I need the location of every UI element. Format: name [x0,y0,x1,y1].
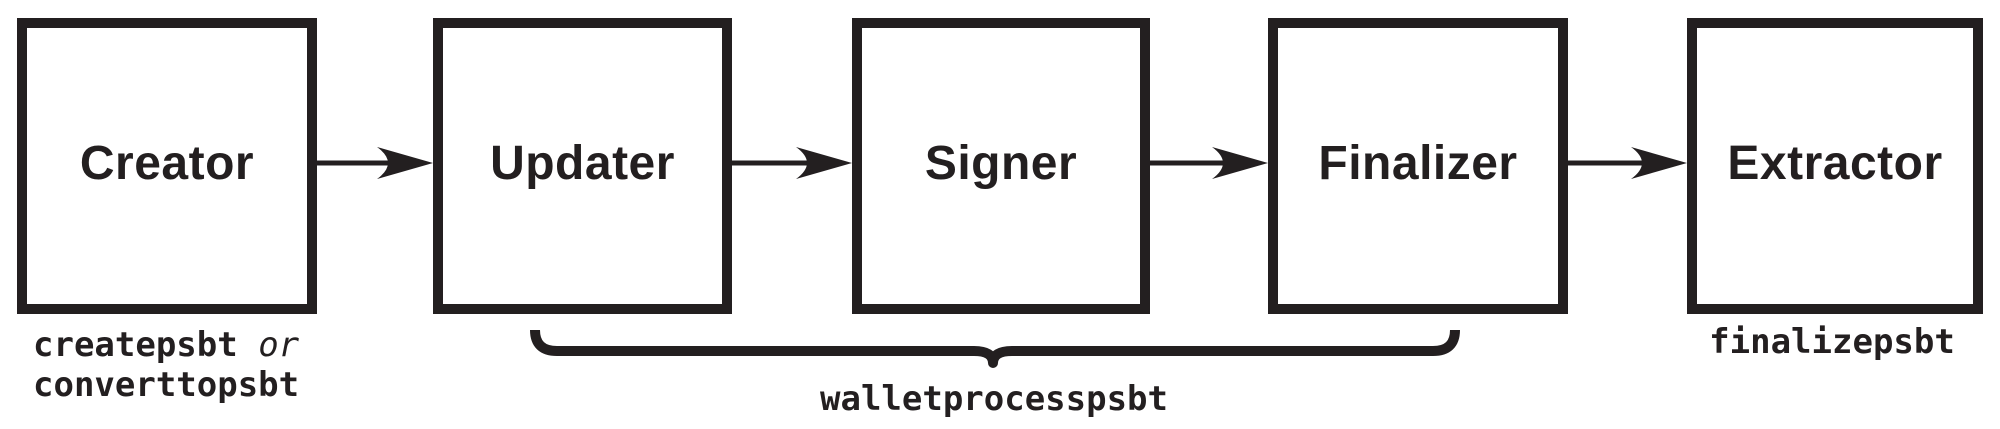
arrow-finalizer-extractor-head [1631,147,1687,179]
box-signer-label: Signer [924,136,1078,190]
box-finalizer: Finalizer [1268,18,1568,314]
box-extractor: Extractor [1687,18,1983,314]
arrow-updater-signer-head [796,147,852,179]
finalizepsbt-caption: finalizepsbt [1709,322,1955,362]
box-extractor-label: Extractor [1727,136,1943,190]
box-creator-label: Creator [79,136,255,190]
creator-commands-caption: createpsbt or converttopsbt [33,325,299,405]
box-finalizer-label: Finalizer [1318,136,1518,190]
underbrace-walletprocesspsbt [530,329,1460,368]
creator-commands-line1: createpsbt or [33,325,299,365]
box-updater-label: Updater [490,136,675,190]
or-conjunction: or [258,325,300,365]
arrow-signer-finalizer-head [1212,147,1268,179]
walletprocesspsbt-caption: walletprocesspsbt [820,379,1168,419]
box-signer: Signer [852,18,1150,314]
converttopsbt-command: converttopsbt [33,365,300,405]
createpsbt-command: createpsbt [33,325,238,365]
box-creator: Creator [17,18,317,314]
arrow-creator-updater-head [377,147,433,179]
box-updater: Updater [433,18,732,314]
creator-commands-line2: converttopsbt [33,365,299,405]
